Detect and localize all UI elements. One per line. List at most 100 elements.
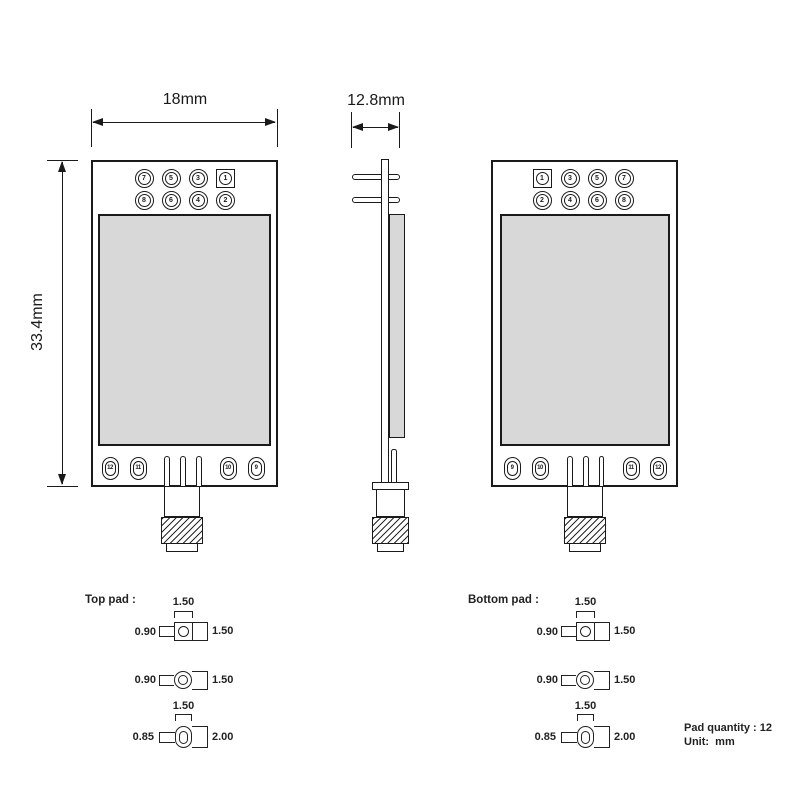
pad-circle: 3 xyxy=(560,168,580,188)
extension-tick xyxy=(47,486,78,488)
pad-oval: 12 xyxy=(649,456,667,480)
dim-pad-width: 1.50 xyxy=(574,700,597,712)
side-width-dimension-arrow xyxy=(351,123,399,132)
dim-pad-height: 1.50 xyxy=(614,625,636,637)
square-pad-graphic xyxy=(174,622,193,641)
extension-line xyxy=(91,109,93,147)
measure-bracket-right xyxy=(595,622,610,641)
pad-number: 6 xyxy=(169,196,173,204)
measure-bracket-right xyxy=(192,670,208,690)
pad-circle: 2 xyxy=(532,190,552,210)
pad-circle: 7 xyxy=(134,168,154,188)
pad-inner-ring xyxy=(250,460,262,476)
front-width-dimension-label: 18mm xyxy=(162,91,208,108)
shield-plate xyxy=(98,214,271,446)
pad-number: 2 xyxy=(540,196,544,204)
dim-pad-height: 1.50 xyxy=(212,673,234,686)
dim-hole-diameter: 0.85 xyxy=(132,731,154,743)
extension-line xyxy=(398,112,400,148)
pad-oval: 9 xyxy=(503,456,521,480)
pad-circle: 8 xyxy=(134,190,154,210)
pad-number: 5 xyxy=(595,174,599,182)
pad-inner-ring xyxy=(191,193,205,207)
antenna-prong xyxy=(196,456,202,486)
measure-bracket-top xyxy=(577,714,594,721)
extension-line xyxy=(276,109,278,147)
pad-circle: 5 xyxy=(161,168,181,188)
pad-number: 11 xyxy=(135,465,141,471)
sma-connector-knurl xyxy=(161,517,203,544)
pad-inner-ring xyxy=(563,171,577,185)
dim-pad-height: 1.50 xyxy=(614,673,636,686)
pad-number: 12 xyxy=(107,465,113,471)
pad-number: 4 xyxy=(196,196,200,204)
pad-circle: 6 xyxy=(161,190,181,210)
measure-bracket-left xyxy=(159,626,174,637)
pad-oval: 11 xyxy=(622,456,640,480)
pad-number: 2 xyxy=(223,196,228,204)
sma-connector-cap xyxy=(377,543,404,552)
pad-number: 5 xyxy=(169,174,173,182)
pad-number: 6 xyxy=(595,196,599,204)
shield-plate-side xyxy=(388,214,405,438)
measure-bracket-right xyxy=(594,670,610,690)
measure-bracket-top xyxy=(174,611,193,618)
pad-number: 10 xyxy=(225,465,231,471)
pad-oval: 9 xyxy=(247,456,265,480)
antenna-prong xyxy=(598,456,604,486)
pad-hole xyxy=(178,730,189,744)
top-pad-label: Top pad : xyxy=(85,594,136,606)
sma-connector-neck xyxy=(164,486,200,517)
pad-oval: 11 xyxy=(129,456,147,480)
pad-inner-ring xyxy=(191,171,205,185)
pad-inner-ring xyxy=(137,171,151,185)
pad-circle: 5 xyxy=(587,168,607,188)
antenna-prong xyxy=(391,449,397,487)
pad-number: 9 xyxy=(510,465,514,471)
antenna-prong xyxy=(583,456,589,486)
dim-pad-height: 2.00 xyxy=(212,731,234,743)
measure-bracket-top xyxy=(576,611,595,618)
pad-number: 12 xyxy=(655,465,661,471)
pad-oval: 10 xyxy=(531,456,549,480)
pad-inner-ring xyxy=(535,193,549,207)
measure-bracket-top xyxy=(175,714,192,721)
pad-inner-ring xyxy=(625,460,637,476)
measure-bracket-left xyxy=(159,731,175,743)
dim-hole-diameter: 0.90 xyxy=(134,626,156,638)
pad-inner-ring xyxy=(219,171,232,185)
unit-note: Unit: mm xyxy=(684,736,735,748)
pad-inner-ring xyxy=(219,193,232,207)
pad-number: 11 xyxy=(628,465,634,471)
pad-oval: 12 xyxy=(101,456,119,480)
pad-oval: 10 xyxy=(219,456,237,480)
antenna-prong xyxy=(164,456,170,486)
measure-bracket-left xyxy=(561,731,577,743)
extension-tick xyxy=(47,160,78,162)
pad-hole xyxy=(177,625,190,638)
pad-inner-ring xyxy=(506,460,518,476)
pad-number: 1 xyxy=(223,174,228,182)
pad-number: 3 xyxy=(568,174,572,182)
pad-inner-ring xyxy=(563,193,577,207)
pad-number: 7 xyxy=(622,174,626,182)
pad-number: 8 xyxy=(142,196,146,204)
dim-hole-diameter: 0.90 xyxy=(536,626,558,638)
pad-inner-ring xyxy=(164,171,178,185)
sma-connector-neck xyxy=(567,486,603,517)
pad-inner-ring xyxy=(590,193,604,207)
dim-hole-diameter: 0.90 xyxy=(134,674,156,686)
antenna-prong xyxy=(567,456,573,486)
pad-circle: 7 xyxy=(614,168,634,188)
pad-circle: 6 xyxy=(587,190,607,210)
measure-bracket-left xyxy=(159,674,174,686)
pad-number: 10 xyxy=(537,465,543,471)
sma-connector-cap xyxy=(166,543,198,552)
pad-circle: 8 xyxy=(614,190,634,210)
antenna-prong xyxy=(180,456,186,486)
header-pin xyxy=(352,196,400,203)
pad-circle: 3 xyxy=(188,168,208,188)
